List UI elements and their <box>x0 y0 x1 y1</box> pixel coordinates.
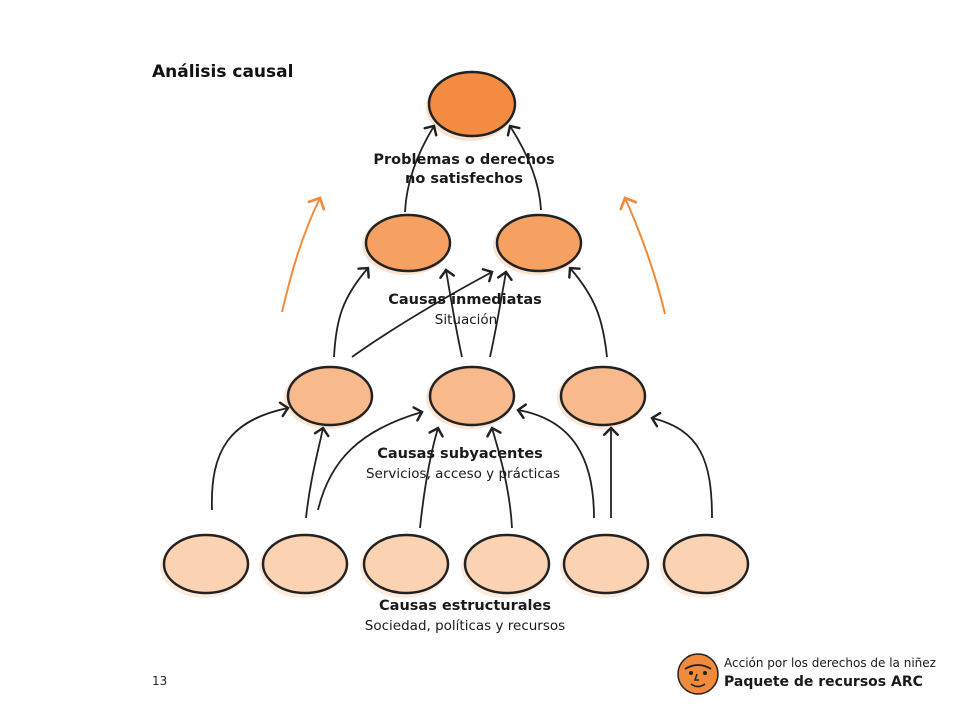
immediate-label: Causas inmediatas <box>388 292 542 308</box>
arrow-l3c-to-imm-right <box>568 266 608 358</box>
structural-sublabel: Sociedad, políticas y recursos <box>365 618 565 634</box>
structural-node-6 <box>660 533 750 598</box>
arrow-label-to-imm-right <box>489 270 513 358</box>
side-arrow-left <box>281 196 326 313</box>
arrow-s6-to-und-right <box>650 411 713 519</box>
structural-label: Causas estructurales <box>379 598 551 614</box>
structural-node-1 <box>160 533 250 598</box>
brand-line1: Acción por los derechos de la niñez <box>724 656 936 670</box>
immediate-sublabel: Situación <box>435 312 497 328</box>
page-number: 13 <box>152 674 168 688</box>
structural-node-2 <box>259 533 349 598</box>
underlying-node-right <box>557 365 647 429</box>
underlying-node-center <box>426 365 516 429</box>
arrow-to-problems-left <box>404 124 438 213</box>
arrow-s2-to-und-center <box>317 406 424 511</box>
arrow-s2-to-und-left <box>305 426 330 519</box>
brand-line2: Paquete de recursos ARC <box>724 674 923 690</box>
arrow-s4-to-und-center <box>486 426 513 529</box>
immediate-node-right <box>493 213 583 275</box>
problems-label-line1: Problemas o derechos <box>373 152 554 168</box>
side-arrow-right <box>619 196 666 315</box>
arrow-diag-to-imm-right <box>351 268 494 358</box>
arc-logo-icon <box>677 653 719 695</box>
underlying-node-left <box>284 365 374 429</box>
problems-label-line2: no satisfechos <box>405 171 523 187</box>
arrow-label-to-imm-left <box>439 268 463 358</box>
problems-node <box>426 70 517 141</box>
structural-node-3 <box>360 533 450 598</box>
page-title: Análisis causal <box>152 62 294 82</box>
arrow-s1-to-und-left <box>211 401 290 511</box>
arrow-s3-to-und-center <box>419 426 444 529</box>
brand-block: Acción por los derechos de la niñez Paqu… <box>676 652 936 700</box>
immediate-node-left <box>362 213 452 275</box>
problems-ellipse <box>427 70 517 138</box>
arrow-s5-to-und-center <box>516 403 595 519</box>
underlying-label: Causas subyacentes <box>377 446 543 462</box>
structural-node-5 <box>560 533 650 598</box>
arrow-to-problems-right <box>506 124 542 211</box>
underlying-sublabel: Servicios, acceso y prácticas <box>366 466 560 482</box>
arrow-l3a-to-imm-left <box>333 266 370 358</box>
structural-node-4 <box>461 533 551 598</box>
